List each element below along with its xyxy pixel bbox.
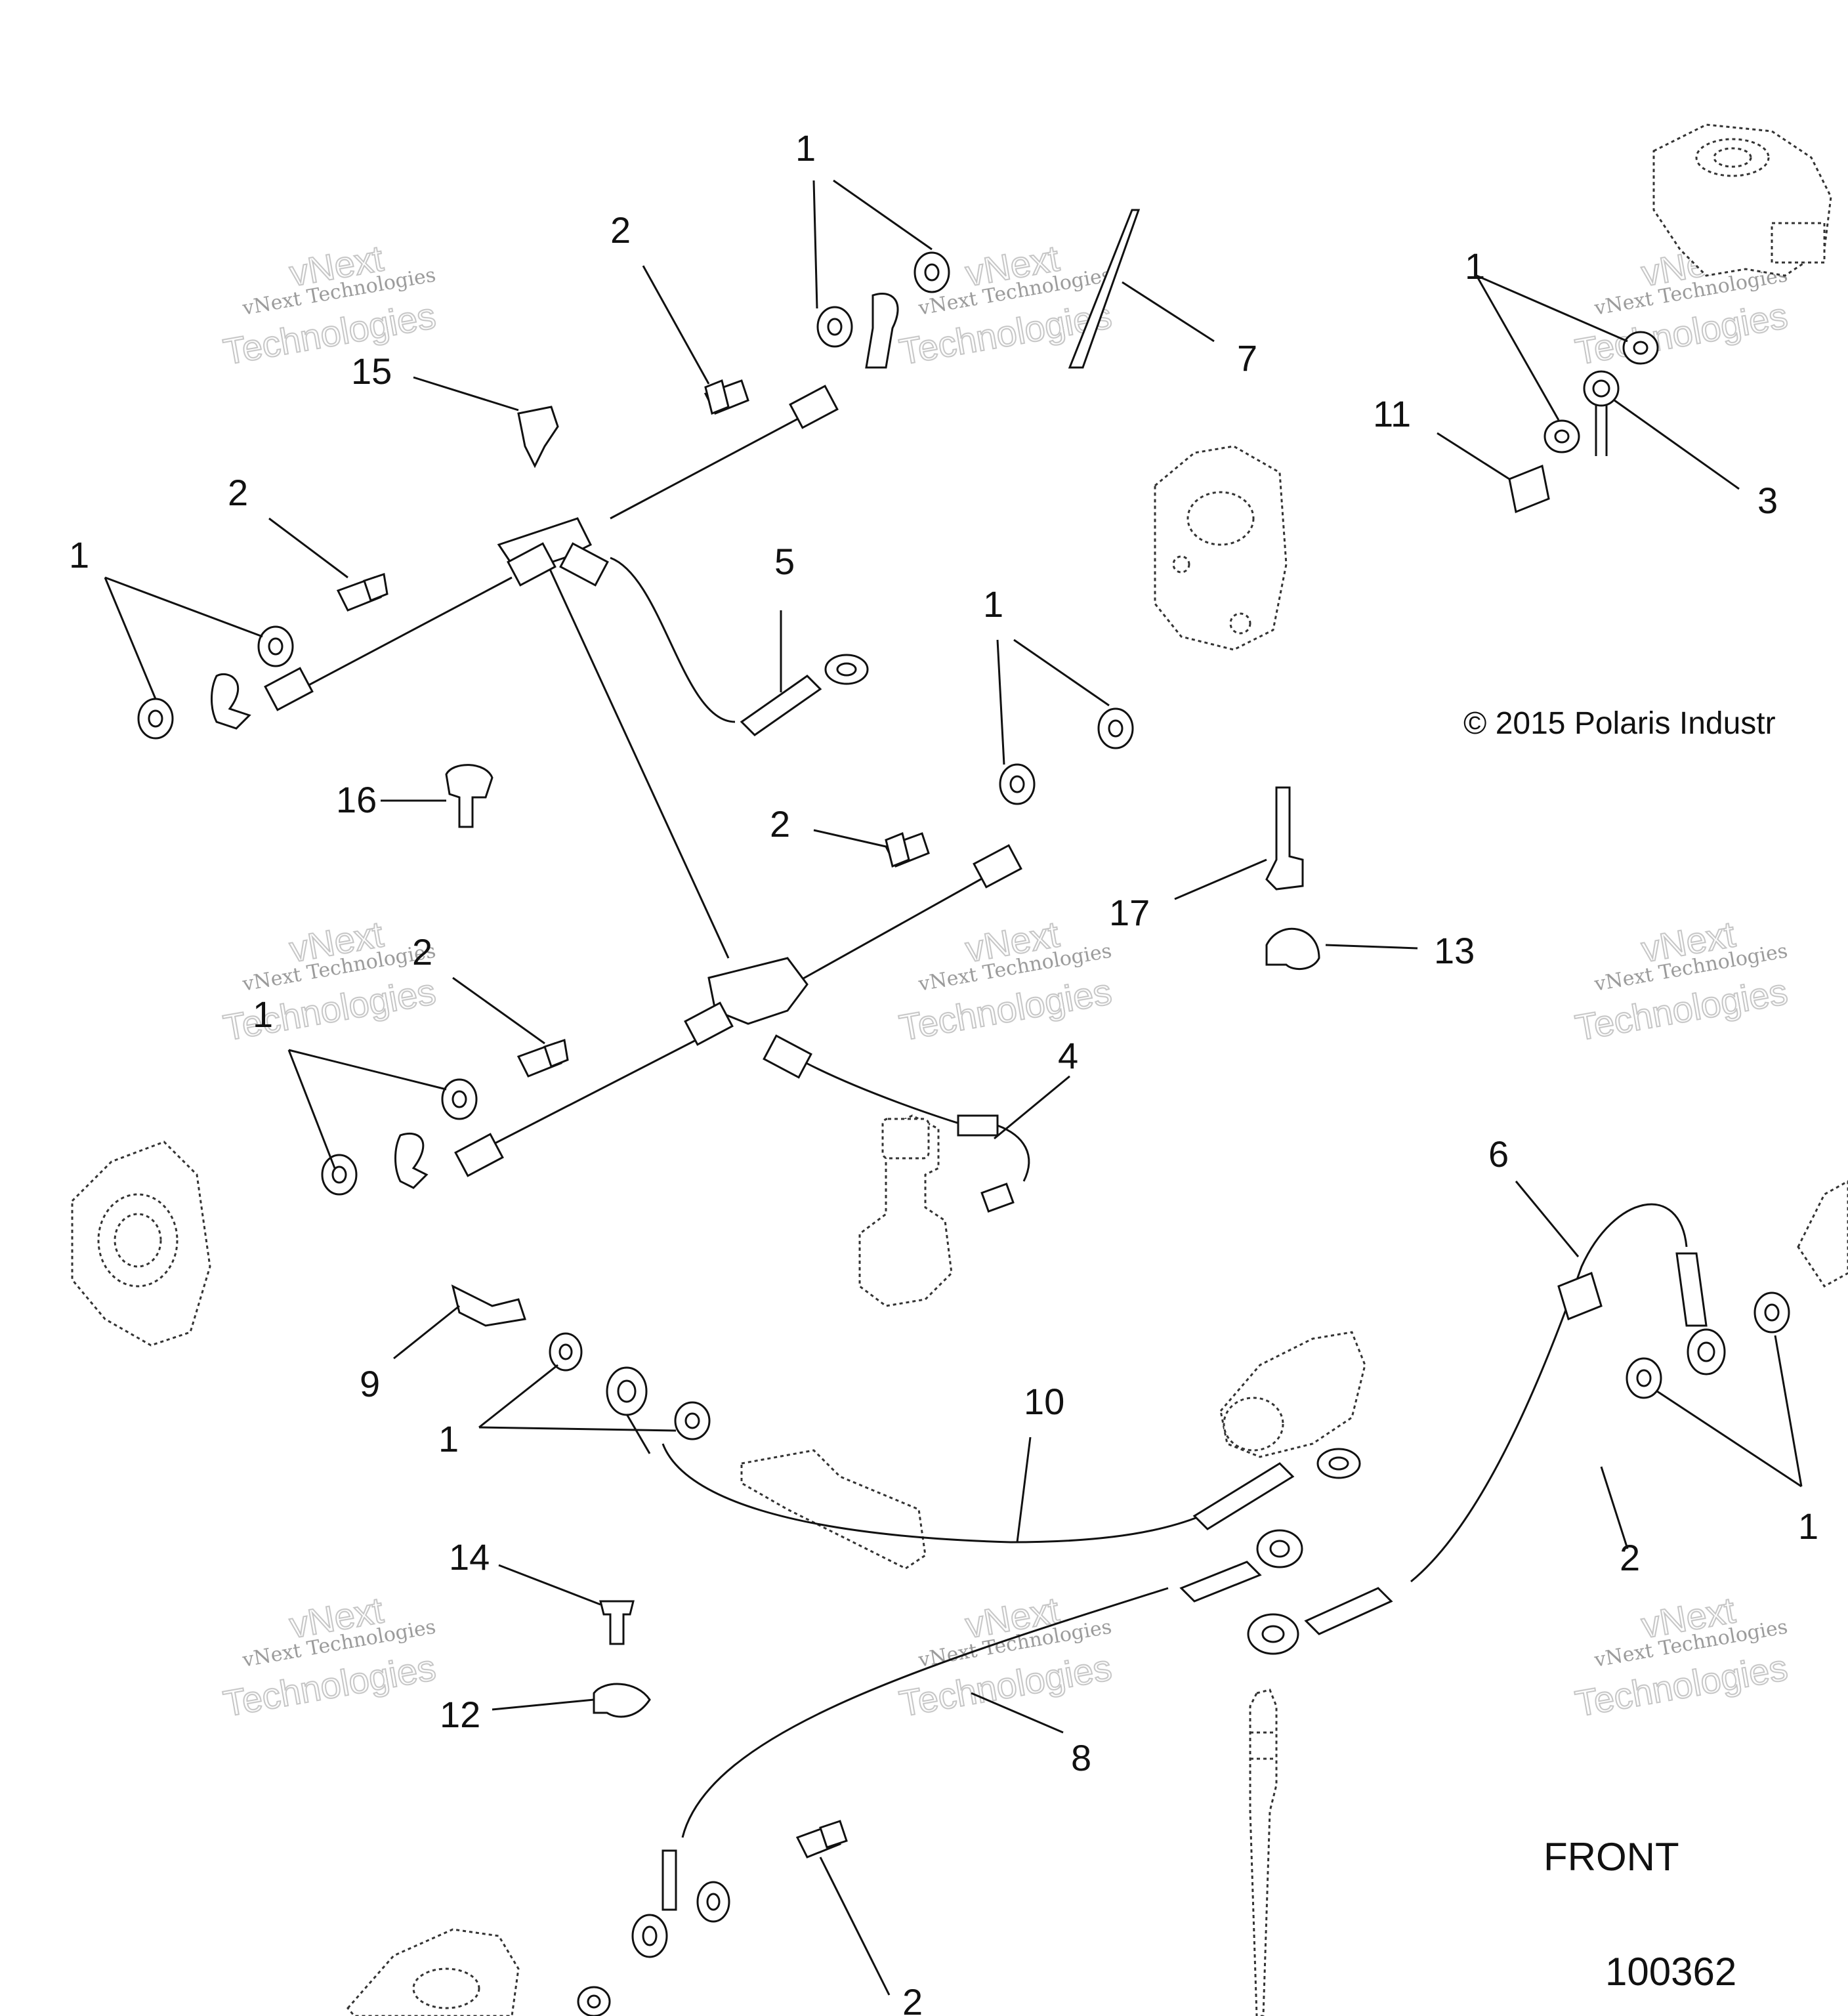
banjo-fitting-1 — [606, 1366, 651, 1454]
washer — [1544, 419, 1580, 453]
front-indicator: FRONT — [1544, 1835, 1679, 1879]
washer — [999, 763, 1036, 805]
callout-5: 5 — [774, 541, 795, 582]
watermark: vNext vNext Technologies Technologies — [220, 912, 440, 1049]
rear-left-caliper-ghost — [346, 1928, 520, 2016]
callout-2: 2 — [610, 209, 631, 251]
banjo-bolt — [336, 573, 388, 612]
washer — [1622, 331, 1659, 365]
callout-1: 1 — [253, 994, 273, 1035]
callout-2: 2 — [1620, 1537, 1640, 1578]
brake-line-10 — [662, 1443, 1361, 1544]
copyright-notice: © 2015 Polaris Industr — [1463, 706, 1776, 741]
bolts — [336, 379, 1603, 1858]
clip-12 — [593, 1683, 651, 1718]
proportioning-valve-ghost — [858, 1114, 953, 1307]
front-left-caliper-ghost — [71, 1141, 211, 1347]
cable-tie-7 — [1068, 209, 1141, 369]
master-cylinder-ghost — [1652, 123, 1832, 277]
washer — [137, 698, 174, 740]
clip-16 — [445, 764, 494, 828]
right-rear-caliper-ghost — [1797, 1180, 1848, 1288]
banjo-bolt — [704, 379, 749, 415]
callout-1: 1 — [1798, 1505, 1818, 1547]
callout-8: 8 — [1071, 1737, 1091, 1778]
callout-6: 6 — [1488, 1133, 1509, 1175]
callout-1: 1 — [1465, 245, 1485, 287]
callout-4: 4 — [1058, 1035, 1078, 1076]
callout-1: 1 — [983, 583, 1003, 625]
washer — [441, 1078, 478, 1120]
banjo-bolt — [1557, 1271, 1603, 1321]
banjo-bolt — [516, 1039, 569, 1078]
watermark: vNext vNext Technologies Technologies — [1572, 912, 1792, 1049]
callout-15: 15 — [351, 350, 392, 392]
brake-switch-ghost — [1249, 1689, 1278, 2016]
callout-2: 2 — [228, 472, 248, 513]
banjo-bolt — [884, 831, 930, 868]
banjo-fitting-3 — [1583, 370, 1620, 456]
banjo-bolt — [795, 1820, 848, 1858]
washer — [816, 306, 853, 348]
washer — [914, 251, 950, 293]
callout-7: 7 — [1237, 337, 1257, 379]
clips — [445, 209, 1320, 1718]
callout-1: 1 — [438, 1418, 459, 1460]
callout-12: 12 — [440, 1694, 480, 1735]
washer — [257, 625, 294, 667]
washer — [1626, 1357, 1662, 1399]
banjo-fittings — [606, 370, 1620, 1454]
washer — [577, 1986, 611, 2016]
callout-2: 2 — [902, 1981, 923, 2016]
washer — [696, 1881, 730, 1923]
rivet-14 — [599, 1600, 635, 1645]
callout-2: 2 — [412, 931, 432, 973]
figure-number: 100362 — [1605, 1950, 1736, 1994]
washer — [1097, 707, 1134, 749]
callout-16: 16 — [336, 779, 377, 820]
crush-washers — [137, 251, 1790, 2016]
callout-11: 11 — [1373, 393, 1411, 434]
brake-line-8 — [631, 1529, 1303, 1958]
callout-3: 3 — [1757, 480, 1778, 521]
callout-1: 1 — [795, 127, 816, 169]
pin-9 — [451, 1284, 526, 1327]
watermark: vNext vNext Technologies Technologies — [220, 236, 440, 373]
watermark: vNext vNext Technologies Technologies — [896, 1588, 1116, 1725]
washer — [674, 1401, 711, 1440]
washer — [549, 1332, 583, 1372]
leader-lines — [104, 179, 1803, 1996]
washer — [321, 1154, 358, 1196]
callout-1: 1 — [69, 534, 89, 576]
watermark: vNext vNext Technologies Technologies — [896, 912, 1116, 1049]
callout-10: 10 — [1024, 1381, 1064, 1422]
callout-2: 2 — [770, 803, 790, 845]
callout-17: 17 — [1109, 892, 1150, 933]
callout-13: 13 — [1434, 930, 1475, 971]
rear-master-cylinder-ghost — [740, 1331, 1366, 1570]
callout-labels: 1 2 7 15 2 1 5 1 11 3 1 16 2 17 13 2 1 4… — [69, 127, 1818, 2016]
screw-15 — [517, 406, 559, 469]
brake-line-6 — [1247, 1203, 1726, 1655]
front-right-caliper-ghost — [1154, 445, 1288, 651]
banjo-bolt — [1508, 464, 1550, 514]
brake-line-5 — [740, 654, 869, 736]
brake-line-upper — [211, 292, 899, 959]
brake-line-middle — [394, 844, 1030, 1213]
washer — [1754, 1292, 1790, 1334]
watermark: vNext vNext Technologies Technologies — [220, 1588, 440, 1725]
rivet-17 — [1265, 786, 1304, 891]
callout-14: 14 — [449, 1536, 490, 1578]
watermark: vNext vNext Technologies Technologies — [1572, 1588, 1792, 1725]
callout-9: 9 — [360, 1363, 380, 1404]
clip-13 — [1265, 927, 1320, 971]
